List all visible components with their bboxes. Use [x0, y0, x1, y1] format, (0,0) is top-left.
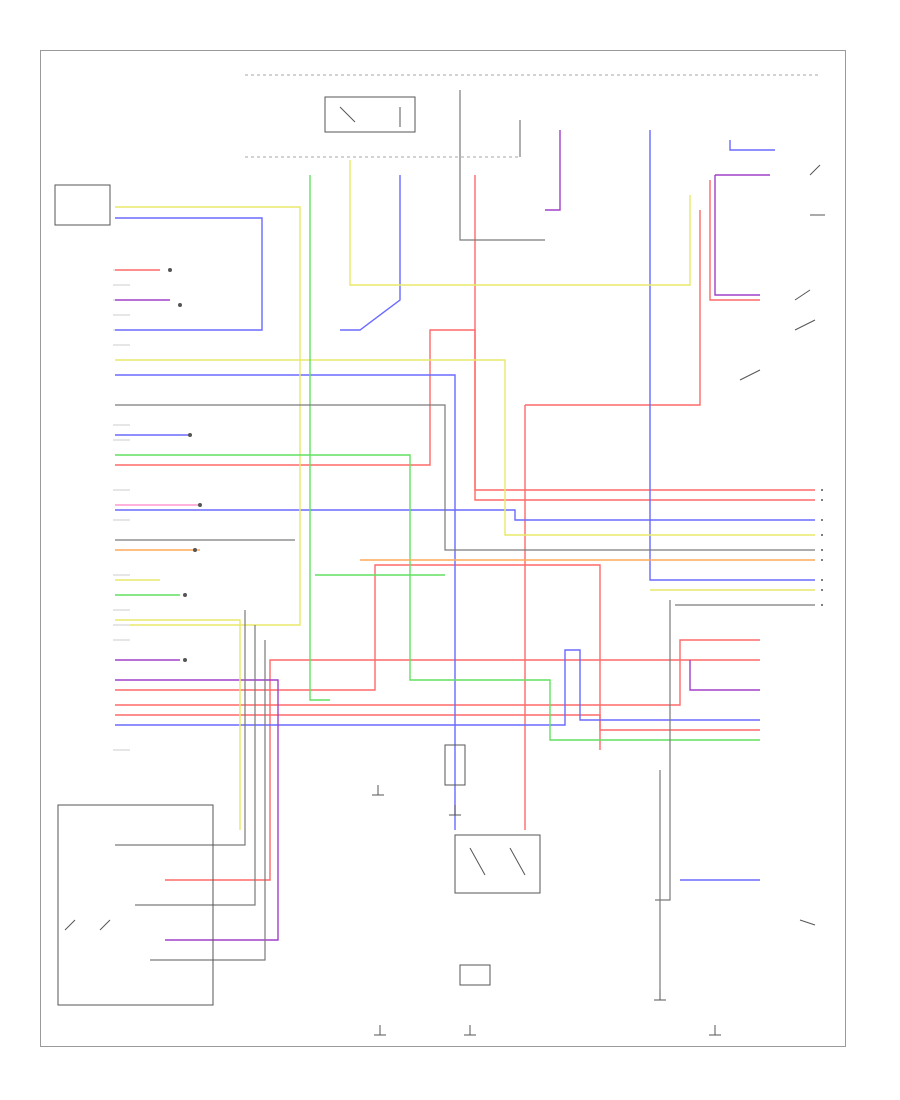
wire-gray-8 [115, 610, 246, 846]
left-component-box [54, 184, 111, 226]
wire-blue-6 [729, 140, 775, 151]
wire-red-8 [165, 659, 760, 881]
ground-symbols [372, 785, 721, 1036]
right-switches [739, 164, 825, 926]
wire-orange-group [115, 549, 815, 561]
wire-green-1 [309, 175, 330, 701]
wire-red-9 [115, 714, 760, 731]
wire-blue-5 [649, 130, 815, 581]
wire-gray-10 [150, 640, 266, 961]
wire-red-10 [115, 564, 601, 750]
wire-blue-1 [115, 217, 263, 331]
wire-red-group [115, 175, 815, 881]
ecm-connector-dots [168, 268, 202, 662]
wire-yellow-4 [115, 619, 241, 830]
wire-gray-9 [135, 625, 256, 906]
wire-yellow-1 [115, 206, 301, 626]
wire-purple-2 [115, 679, 279, 941]
diagram-frame [40, 50, 846, 1047]
wire-blue-3 [115, 374, 456, 830]
wire-purple-1 [545, 130, 561, 211]
wire-red-2 [115, 329, 815, 491]
wire-red-7 [709, 180, 760, 301]
wire-green-group [115, 175, 760, 741]
wire-blue-7 [115, 649, 760, 726]
bottom-left-switch [57, 804, 214, 1006]
wire-yellow-3 [349, 160, 691, 286]
wire-blue-2 [340, 175, 401, 331]
wire-red-3 [474, 175, 815, 501]
wire-yellow-2 [115, 359, 815, 536]
wire-blue-group [115, 130, 815, 881]
wire-red-6 [115, 639, 760, 706]
right-terminal-marks [821, 489, 823, 606]
wire-purple-4 [689, 660, 760, 691]
wire-purple-group [115, 130, 770, 941]
wire-gray-1 [115, 404, 815, 551]
wire-green-2 [115, 454, 760, 741]
wire-red-4 [525, 210, 701, 406]
wire-gray-group [115, 90, 815, 990]
bottom-center-relay-box [454, 834, 541, 894]
wire-purple-5 [714, 175, 760, 296]
wire-gray-3 [655, 600, 671, 901]
wire-gray-5 [459, 90, 545, 241]
sensor-box [444, 744, 491, 986]
top-bus-lines [245, 74, 820, 158]
top-relay-box [324, 96, 416, 133]
wire-blue-4 [115, 509, 815, 521]
